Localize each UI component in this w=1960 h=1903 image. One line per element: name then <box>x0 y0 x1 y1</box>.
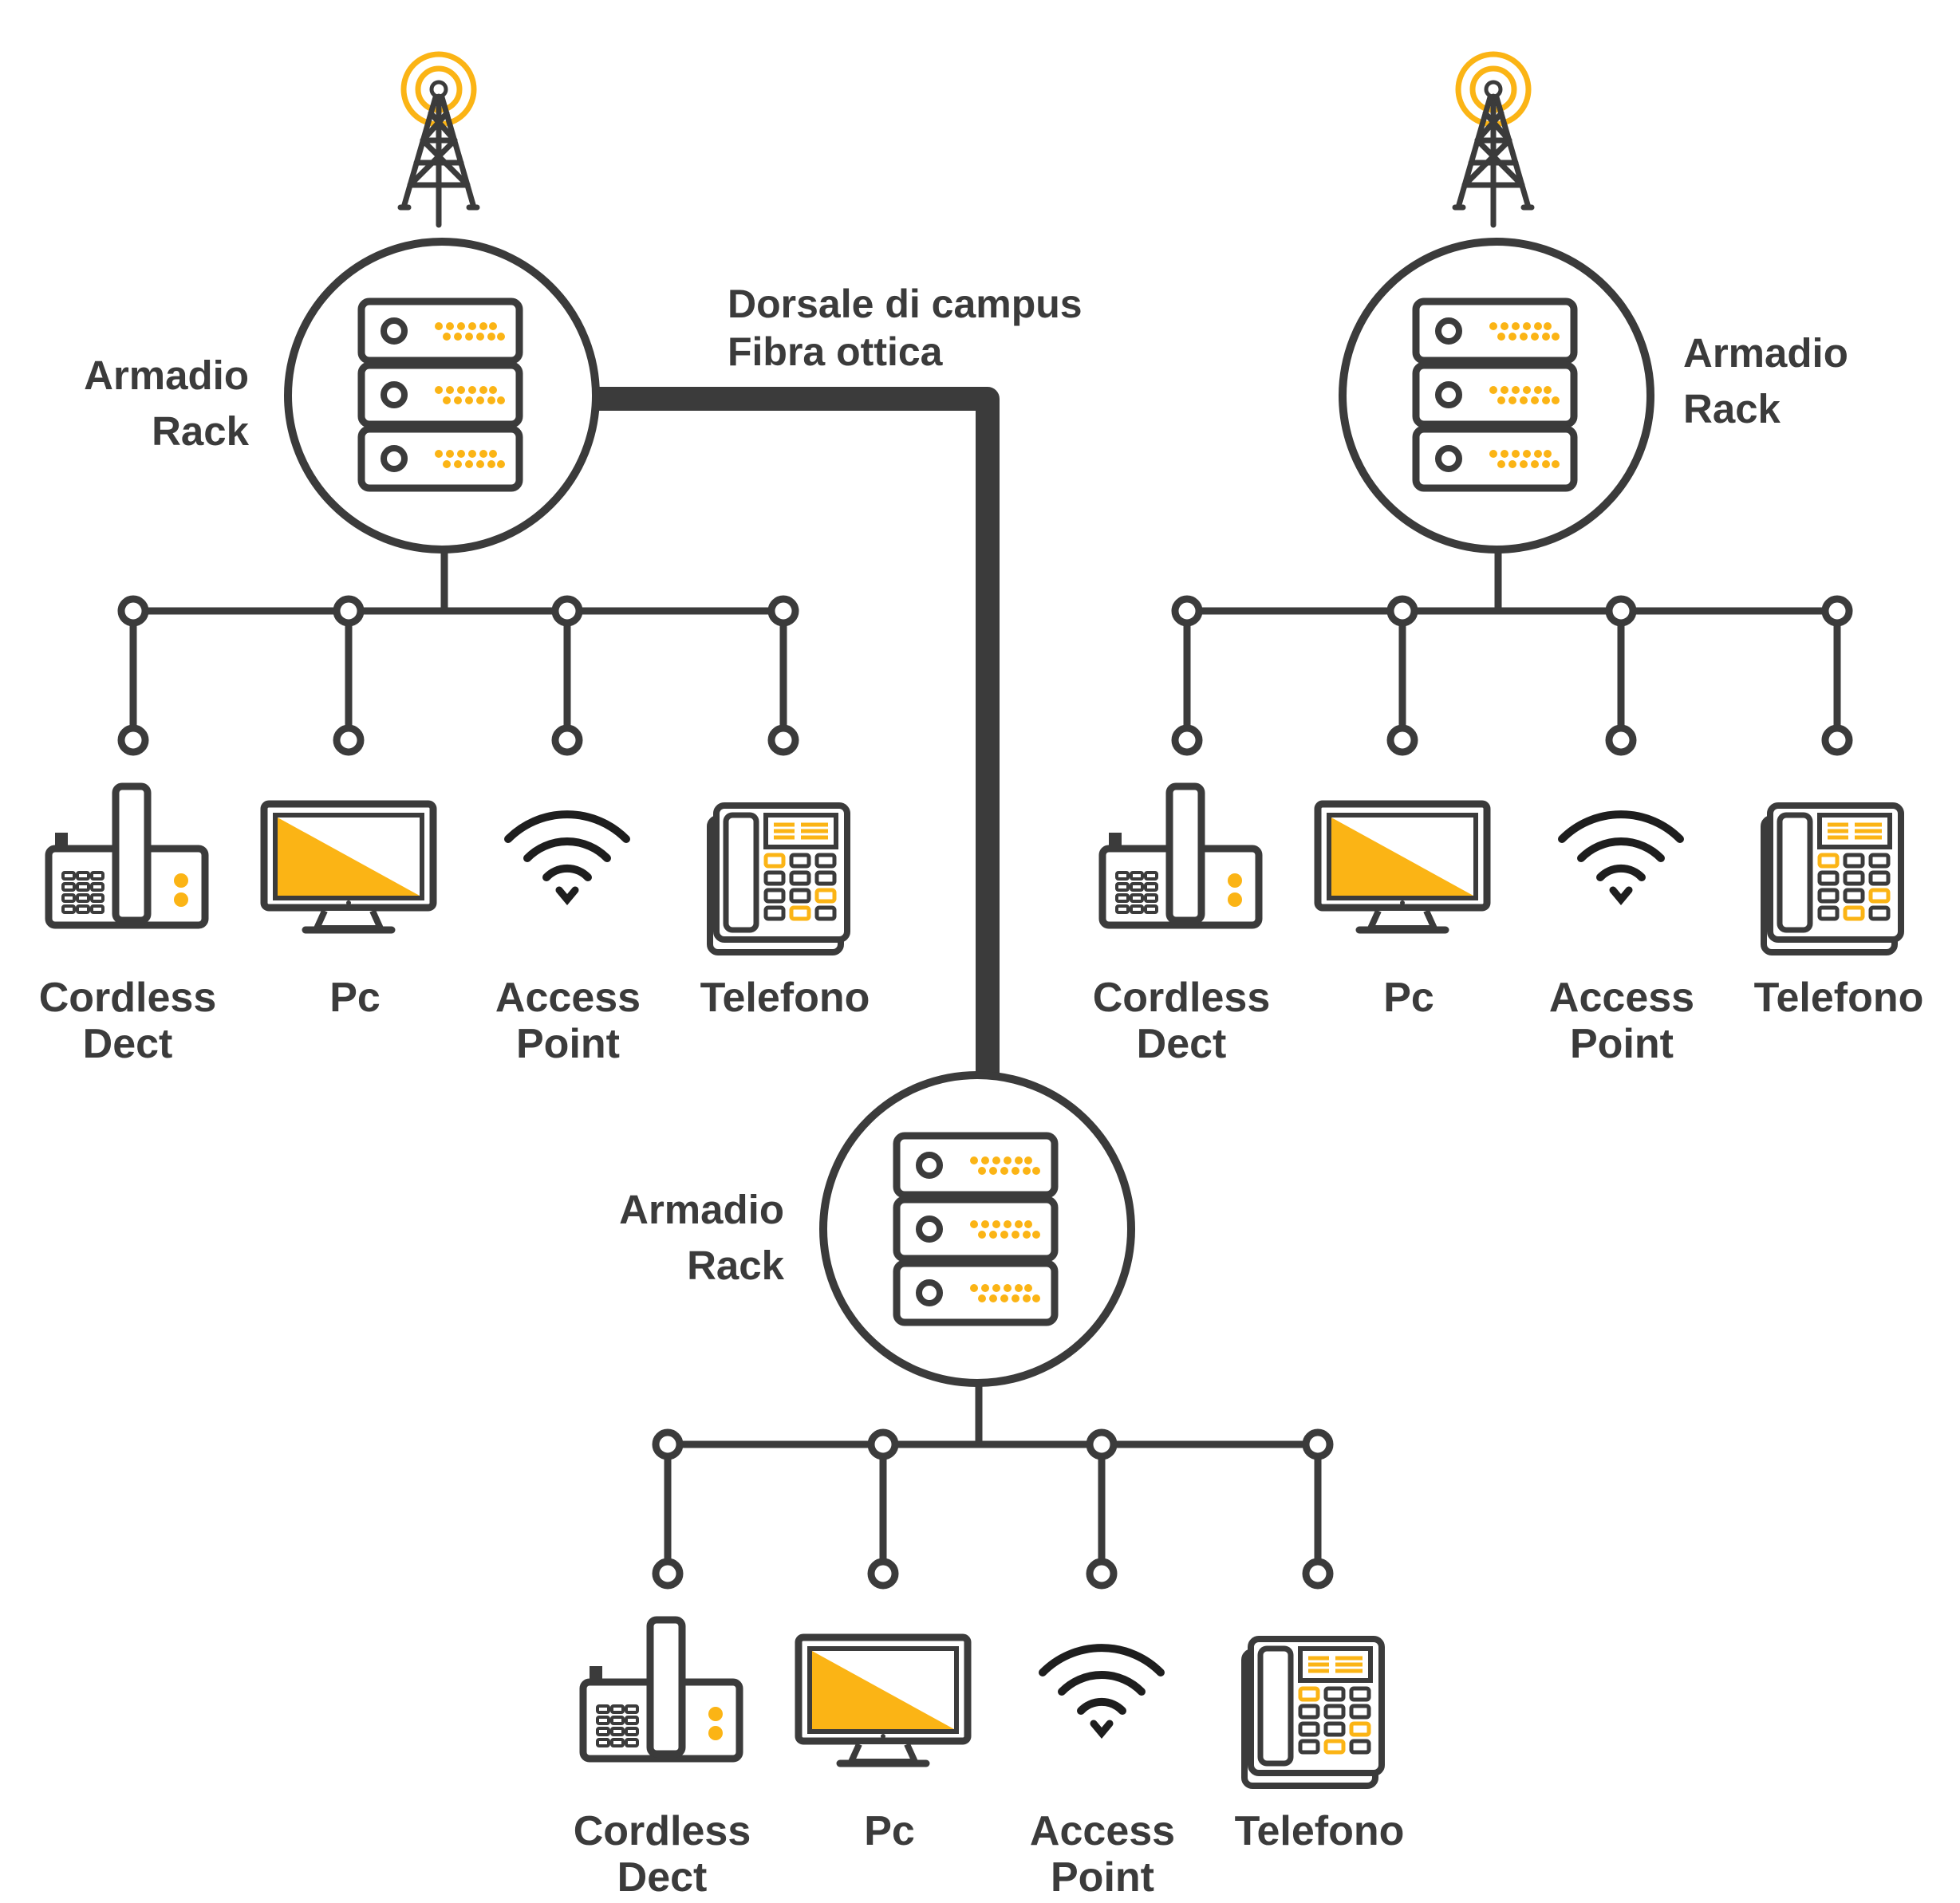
server-unit-icon <box>897 1263 1055 1322</box>
rack-label-line1: Armadio <box>619 1187 784 1232</box>
cordless-phone-icon <box>49 786 205 925</box>
desk-phone-icon <box>710 806 847 952</box>
device-label-line2: Dect <box>83 1021 173 1067</box>
distribution-bus <box>129 550 787 740</box>
server-unit-icon <box>361 429 519 488</box>
server-unit-icon <box>361 301 519 361</box>
rack-label-line1: Armadio <box>84 353 249 398</box>
device-label-line1: Cordless <box>574 1808 751 1854</box>
rack-label-line2: Rack <box>687 1243 785 1288</box>
server-unit-icon <box>1416 365 1574 424</box>
cordless-phone-icon <box>583 1620 739 1759</box>
monitor-icon <box>799 1637 968 1763</box>
device-label-line2: Point <box>1570 1021 1674 1067</box>
rack-label-line2: Rack <box>152 408 250 454</box>
antenna-tower-icon <box>400 54 477 225</box>
device-label-line2: Dect <box>1137 1021 1227 1067</box>
device-label-line1: Pc <box>864 1808 915 1854</box>
wifi-icon <box>1043 1648 1161 1733</box>
device-label-line2: Point <box>516 1021 620 1067</box>
device-label-line1: Telefono <box>700 975 870 1021</box>
device-label-line1: Telefono <box>1235 1808 1405 1854</box>
cordless-phone-icon <box>1102 786 1259 925</box>
desk-phone-icon <box>1244 1639 1382 1786</box>
connection-nodes <box>117 595 799 756</box>
desk-phone-icon <box>1764 806 1901 952</box>
server-unit-icon <box>897 1200 1055 1259</box>
rack-label-line2: Rack <box>1683 386 1781 431</box>
device-label-line1: Pc <box>329 975 381 1021</box>
device-label-line1: Pc <box>1383 975 1434 1021</box>
server-unit-icon <box>1416 301 1574 361</box>
wifi-icon <box>508 814 626 900</box>
device-label-line2: Dect <box>617 1854 708 1901</box>
device-label-line1: Telefono <box>1754 975 1924 1021</box>
monitor-icon <box>264 804 433 930</box>
rack-3: Armadio Rack Cordless Dect Pc Access Poi… <box>574 1071 1405 1901</box>
rack-1: Armadio Rack Cordless Dect Pc Access Poi… <box>39 54 870 1067</box>
device-label-line1: Access <box>1549 975 1694 1021</box>
device-label-line2: Point <box>1051 1854 1154 1901</box>
distribution-bus <box>1183 550 1841 740</box>
antenna-tower-icon <box>1455 54 1532 225</box>
server-unit-icon <box>897 1136 1055 1195</box>
connection-nodes <box>652 1428 1334 1590</box>
device-label-line1: Access <box>1030 1808 1175 1854</box>
device-label-line1: Cordless <box>1093 975 1271 1021</box>
device-label-line1: Cordless <box>39 975 217 1021</box>
server-unit-icon <box>1416 429 1574 488</box>
wifi-icon <box>1562 814 1680 900</box>
distribution-bus <box>664 1383 1322 1574</box>
backbone-label-line2: Fibra ottica <box>728 329 944 374</box>
backbone-label-line1: Dorsale di campus <box>728 282 1083 326</box>
fiber-backbone-line <box>594 387 1000 1075</box>
rack-2: Armadio Rack Cordless Dect Pc Access Poi… <box>1093 54 1924 1067</box>
device-label-line1: Access <box>495 975 641 1021</box>
rack-label-line1: Armadio <box>1683 330 1848 376</box>
server-unit-icon <box>361 365 519 424</box>
monitor-icon <box>1318 804 1487 930</box>
connection-nodes <box>1171 595 1853 756</box>
